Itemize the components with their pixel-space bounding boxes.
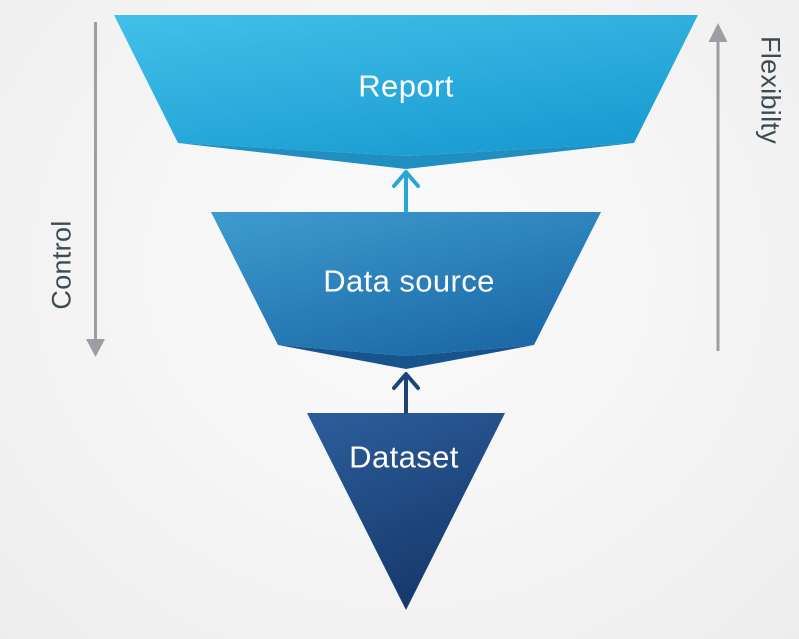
- up-arrow-head-icon: [392, 170, 420, 188]
- datasource-label: Data source: [323, 263, 495, 299]
- funnel-dataset-shape: [307, 413, 505, 610]
- down-arrow-head-icon: [86, 339, 105, 357]
- funnel-datasource-shape: [211, 212, 601, 356]
- funnel-report-shadow-wedge: [178, 143, 634, 169]
- up-arrow-head-icon: [392, 372, 420, 390]
- dataset-label: Dataset: [349, 439, 459, 475]
- control-axis-label: Control: [46, 220, 77, 310]
- arrow-datasource-to-report: [392, 170, 420, 213]
- report-label: Report: [358, 68, 454, 104]
- flexibility-axis-label: Flexibilty: [755, 35, 786, 145]
- control-axis-arrow: [86, 22, 105, 357]
- control-axis-line: [94, 22, 97, 341]
- arrow-dataset-to-datasource: [392, 372, 420, 414]
- flexibility-axis-line: [716, 40, 720, 351]
- funnel-report-shape: [114, 15, 698, 156]
- funnel-datasource-shadow-wedge: [278, 345, 534, 369]
- flexibility-axis-arrow: [708, 23, 728, 351]
- up-arrow-head-icon: [708, 23, 728, 42]
